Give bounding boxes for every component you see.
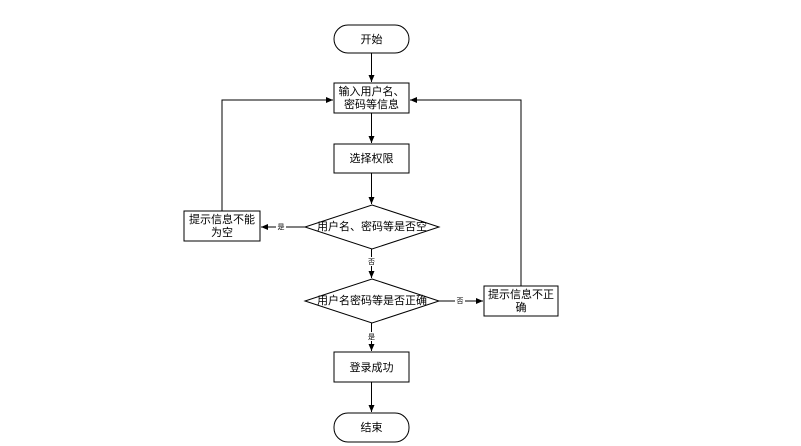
edge-label-correct-no: 否 <box>457 297 464 305</box>
edge-label-bg-empty-no <box>366 257 377 266</box>
edge-label-bg-correct-yes <box>366 332 377 341</box>
login-success-label: 登录成功 <box>350 360 394 374</box>
arrow-empty-msg-back-to-input <box>221 97 333 211</box>
check-correct-label: 用户名密码等是否正确 <box>317 293 427 307</box>
input-info-label-line1: 输入用户名、 <box>339 84 405 98</box>
edge-label-correct-yes: 是 <box>368 333 375 341</box>
incorrect-message-box <box>483 285 559 317</box>
select-permission-label: 选择权限 <box>350 151 394 165</box>
input-info-label-line2: 密码等信息 <box>344 97 399 111</box>
edge-label-bg-empty-yes <box>276 221 286 230</box>
incorrect-message-line1: 提示信息不正 <box>488 287 554 301</box>
empty-message-line1: 提示信息不能 <box>189 212 255 226</box>
select-permission-box <box>333 143 410 174</box>
end-label: 结束 <box>361 421 383 434</box>
edge-label-empty-yes: 是 <box>278 223 285 231</box>
input-info-box <box>333 82 410 114</box>
empty-message-line2: 为空 <box>211 225 233 239</box>
start-label: 开始 <box>361 32 383 46</box>
login-success-box <box>333 351 410 383</box>
end-terminator <box>333 412 410 443</box>
arrow-incorrect-msg-back-to-input <box>410 97 522 286</box>
edge-label-bg-correct-no <box>455 295 465 304</box>
check-empty-label: 用户名、密码等是否空 <box>317 219 427 233</box>
incorrect-message-line2: 确 <box>516 301 527 314</box>
edge-label-empty-no: 否 <box>368 258 375 266</box>
